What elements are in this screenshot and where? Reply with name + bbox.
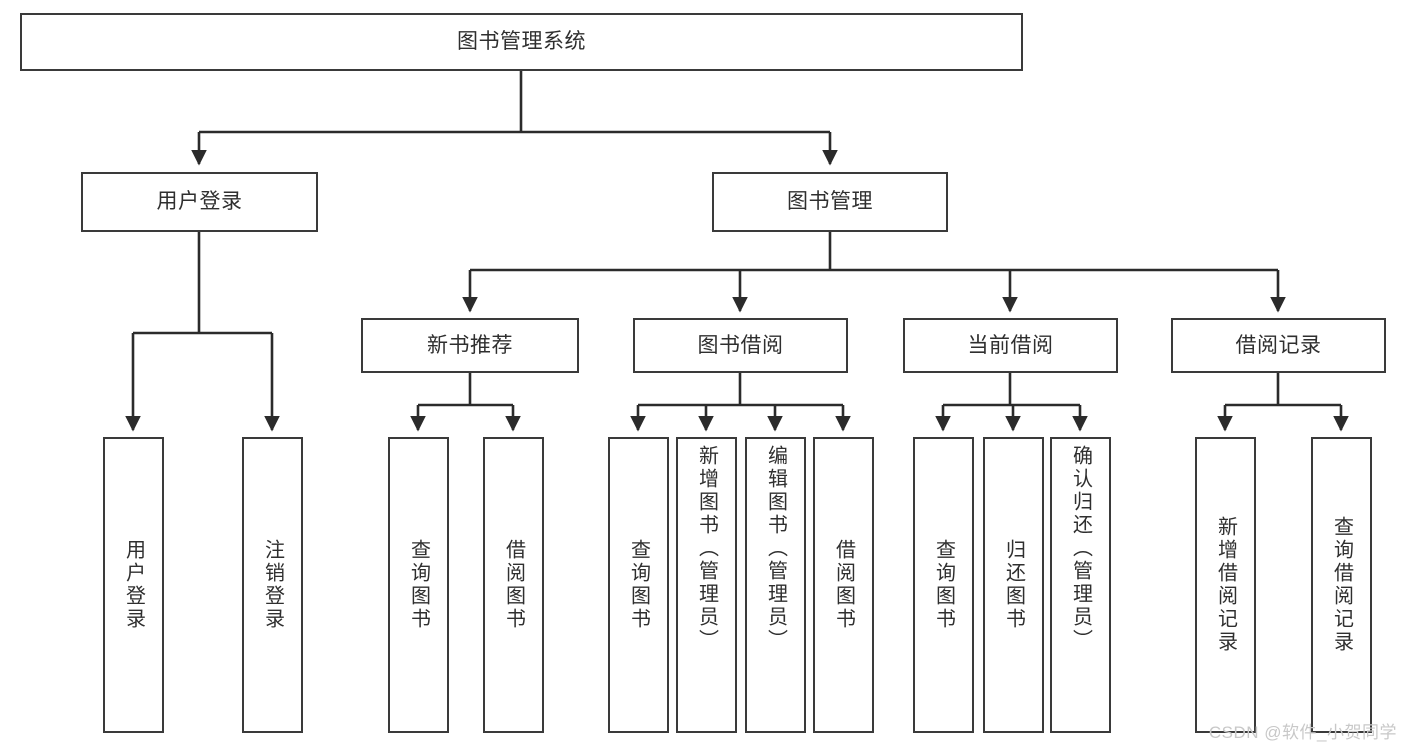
leaf-edit-book[interactable]: 编辑图书（管理员） bbox=[745, 437, 806, 733]
leaf-label: 新增借阅记录 bbox=[1214, 516, 1237, 654]
leaf-confirm-return[interactable]: 确认归还（管理员） bbox=[1050, 437, 1111, 733]
leaf-label: 查询图书 bbox=[407, 539, 430, 631]
node-book-manage[interactable]: 图书管理 bbox=[712, 172, 948, 232]
node-label: 图书管理系统 bbox=[457, 30, 586, 54]
leaf-label: 新增图书（管理员） bbox=[695, 445, 718, 652]
leaf-borrow-book-1[interactable]: 借阅图书 bbox=[483, 437, 544, 733]
leaf-label: 归还图书 bbox=[1002, 539, 1025, 631]
node-user-login[interactable]: 用户登录 bbox=[81, 172, 318, 232]
csdn-watermark: CSDN @软件_小贺同学 bbox=[1208, 723, 1397, 742]
leaf-borrow-book-2[interactable]: 借阅图书 bbox=[813, 437, 874, 733]
node-current-borrow[interactable]: 当前借阅 bbox=[903, 318, 1118, 373]
node-label: 用户登录 bbox=[156, 190, 243, 214]
node-book-borrow[interactable]: 图书借阅 bbox=[633, 318, 848, 373]
node-label: 图书管理 bbox=[787, 190, 873, 214]
leaf-add-record[interactable]: 新增借阅记录 bbox=[1195, 437, 1256, 733]
node-label: 当前借阅 bbox=[967, 333, 1054, 357]
leaf-label: 查询借阅记录 bbox=[1330, 516, 1353, 654]
leaf-label: 注销登录 bbox=[261, 539, 284, 631]
leaf-query-book-1[interactable]: 查询图书 bbox=[388, 437, 449, 733]
leaf-return-book[interactable]: 归还图书 bbox=[983, 437, 1044, 733]
node-borrow-record[interactable]: 借阅记录 bbox=[1171, 318, 1386, 373]
leaf-query-record[interactable]: 查询借阅记录 bbox=[1311, 437, 1372, 733]
leaf-label: 用户登录 bbox=[122, 539, 145, 631]
node-new-book-rec[interactable]: 新书推荐 bbox=[361, 318, 579, 373]
leaf-label: 查询图书 bbox=[932, 539, 955, 631]
node-label: 新书推荐 bbox=[427, 333, 513, 357]
leaf-label: 借阅图书 bbox=[502, 539, 525, 631]
leaf-label: 确认归还（管理员） bbox=[1069, 445, 1092, 652]
leaf-query-book-2[interactable]: 查询图书 bbox=[608, 437, 669, 733]
leaf-user-login[interactable]: 用户登录 bbox=[103, 437, 164, 733]
leaf-query-book-3[interactable]: 查询图书 bbox=[913, 437, 974, 733]
node-label: 借阅记录 bbox=[1235, 333, 1322, 357]
leaf-label: 查询图书 bbox=[627, 539, 650, 631]
leaf-logout-login[interactable]: 注销登录 bbox=[242, 437, 303, 733]
leaf-label: 编辑图书（管理员） bbox=[764, 445, 787, 652]
node-label: 图书借阅 bbox=[697, 333, 784, 357]
leaf-label: 借阅图书 bbox=[832, 539, 855, 631]
node-root-system[interactable]: 图书管理系统 bbox=[20, 13, 1023, 71]
leaf-add-book[interactable]: 新增图书（管理员） bbox=[676, 437, 737, 733]
